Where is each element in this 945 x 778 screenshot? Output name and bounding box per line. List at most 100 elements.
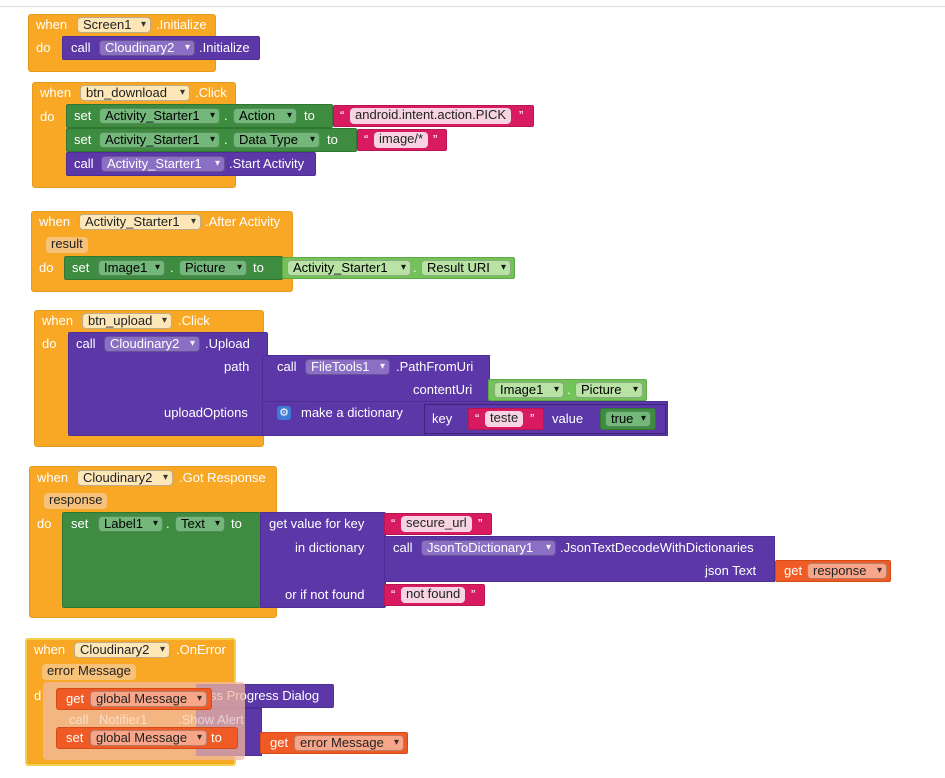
component-dropdown[interactable]: FileTools1 [305, 359, 390, 375]
text-value-field[interactable]: teste [485, 411, 524, 427]
event-name: .Click [178, 313, 210, 328]
property-dropdown[interactable]: Data Type [233, 132, 320, 148]
path-label: path [224, 359, 250, 374]
dot-label: . [170, 260, 174, 275]
quote-right: ” [478, 516, 483, 531]
param-response[interactable]: response [44, 493, 108, 509]
call-label: call [277, 359, 297, 374]
text-value-field[interactable]: not found [401, 587, 466, 603]
call-label: call [69, 712, 89, 727]
method-name: .Show Alert [178, 712, 244, 727]
component-dropdown[interactable]: Cloudinary2 [77, 470, 173, 486]
component-dropdown[interactable]: Cloudinary2 [74, 642, 170, 658]
do-label: do [37, 516, 52, 531]
quote-right: ” [519, 108, 524, 123]
when-label: when [42, 313, 74, 328]
when-label: when [37, 470, 69, 485]
quote-left: “ [475, 411, 480, 426]
set-label: set [66, 730, 84, 745]
variable-dropdown[interactable]: global Message [90, 691, 207, 707]
dot-label: . [166, 516, 170, 531]
param-error-message[interactable]: error Message [42, 664, 136, 680]
component-dropdown[interactable]: Cloudinary2 [104, 336, 200, 352]
component-dropdown[interactable]: Activity_Starter1 [99, 108, 220, 124]
component-dropdown[interactable]: btn_upload [82, 313, 172, 329]
when-label: when [40, 85, 72, 100]
get-label: get [66, 691, 85, 706]
text-value-field[interactable]: android.intent.action.PICK [350, 108, 512, 124]
event-name: .Click [195, 85, 227, 100]
property-dropdown[interactable]: Picture [575, 382, 643, 398]
when-label: when [39, 214, 71, 229]
value-label: value [552, 411, 584, 426]
component-dropdown[interactable]: Activity_Starter1 [101, 156, 225, 172]
to-label: to [253, 260, 264, 275]
set-label: set [74, 108, 92, 123]
when-label: when [34, 642, 66, 657]
do-label: do [42, 336, 57, 351]
do-label: do [39, 260, 54, 275]
make-dictionary-label: make a dictionary [301, 405, 403, 420]
to-label: to [211, 730, 222, 745]
get-value-label: get value for key [269, 516, 365, 531]
property-dropdown[interactable]: Picture [179, 260, 247, 276]
quote-left: “ [340, 108, 345, 123]
text-value-field[interactable]: image/* [374, 132, 429, 148]
not-found-label: or if not found [285, 587, 365, 602]
set-label: set [72, 260, 90, 275]
variable-dropdown[interactable]: error Message [294, 735, 404, 751]
key-label: key [432, 411, 453, 426]
to-label: to [231, 516, 242, 531]
call-label: call [76, 336, 96, 351]
call-label: call [74, 156, 94, 171]
set-label: set [71, 516, 89, 531]
call-block-json-decode[interactable] [384, 536, 775, 582]
gear-icon[interactable]: ⚙ [277, 406, 291, 420]
quote-right: ” [433, 132, 438, 147]
component-dropdown[interactable]: Activity_Starter1 [79, 214, 201, 230]
property-dropdown[interactable]: Action [233, 108, 297, 124]
component-dropdown[interactable]: Activity_Starter1 [287, 260, 411, 276]
get-label: get [784, 563, 803, 578]
method-name: .Initialize [199, 40, 250, 55]
in-dictionary-label: in dictionary [295, 540, 365, 555]
do-label: d [34, 688, 42, 703]
call-label: call [393, 540, 413, 555]
dot-label: . [224, 132, 228, 147]
do-label: do [40, 109, 55, 124]
boolean-dropdown[interactable]: true [605, 411, 651, 427]
component-dropdown[interactable]: Notifier1 [99, 712, 148, 727]
method-name: .JsonTextDecodeWithDictionaries [560, 540, 754, 555]
call-label: call [71, 40, 91, 55]
quote-right: ” [471, 587, 476, 602]
quote-left: “ [391, 516, 396, 531]
param-result[interactable]: result [46, 237, 88, 253]
to-label: to [304, 108, 315, 123]
get-label: get [270, 735, 289, 750]
component-dropdown[interactable]: Activity_Starter1 [99, 132, 220, 148]
component-dropdown[interactable]: Image1 [494, 382, 564, 398]
component-dropdown[interactable]: Cloudinary2 [99, 40, 195, 56]
property-dropdown[interactable]: Result URI [421, 260, 511, 276]
text-value-field[interactable]: secure_url [401, 516, 472, 532]
dot-label: . [567, 382, 571, 397]
contenturi-label: contentUri [413, 382, 473, 397]
dictionary-lookup-block[interactable] [260, 512, 386, 608]
component-dropdown[interactable]: JsonToDictionary1 [421, 540, 556, 556]
quote-left: “ [364, 132, 369, 147]
to-label: to [327, 132, 338, 147]
dot-label: . [413, 260, 417, 275]
dot-label: . [224, 108, 228, 123]
property-dropdown[interactable]: Text [175, 516, 225, 532]
component-dropdown[interactable]: btn_download [80, 85, 190, 101]
do-label: do [36, 40, 51, 55]
quote-left: “ [391, 587, 396, 602]
component-dropdown[interactable]: Image1 [98, 260, 165, 276]
component-dropdown[interactable]: Screen1 [77, 17, 151, 33]
component-dropdown[interactable]: Label1 [98, 516, 163, 532]
variable-dropdown[interactable]: global Message [90, 730, 207, 746]
method-name: .Upload [205, 336, 250, 351]
method-name: .Start Activity [229, 156, 305, 171]
upload-options-label: uploadOptions [164, 405, 248, 420]
variable-dropdown[interactable]: response [807, 563, 887, 579]
